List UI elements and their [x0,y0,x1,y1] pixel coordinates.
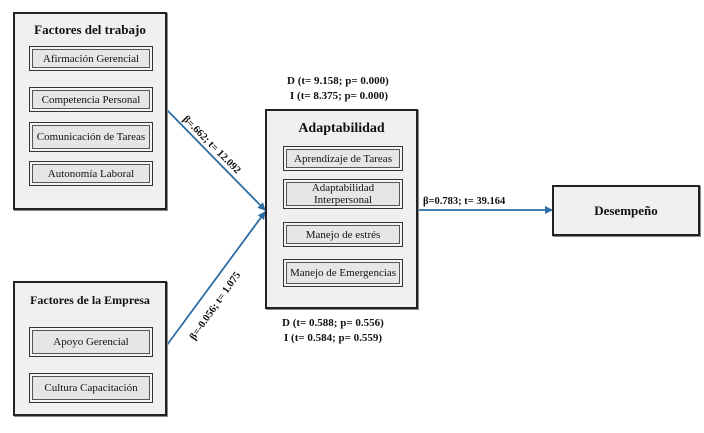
item-apoyo-gerencial: Apoyo Gerencial [29,327,153,357]
adaptabilidad-title: Adaptabilidad [298,121,385,136]
item-aprendizaje-tareas: Aprendizaje de Tareas [283,146,403,171]
item-comunicacion-tareas: Comunicación de Tareas [29,122,153,152]
desempeno-box: Desempeño [552,185,700,236]
factores-trabajo-title: Factores del trabajo [34,22,146,37]
adaptabilidad-stat-direct-top: D (t= 9.158; p= 0.000) [287,75,389,87]
item-cultura-capacitacion: Cultura Capacitación [29,373,153,403]
item-adaptabilidad-interpersonal: Adaptabilidad Interpersonal [283,179,403,209]
item-afirmacion-gerencial: Afirmación Gerencial [29,46,153,71]
item-autonomia-laboral: Autonomía Laboral [29,161,153,186]
adaptabilidad-stat-indirect-bottom: I (t= 0.584; p= 0.559) [284,332,383,344]
factores-empresa-title: Factores de la Empresa [30,293,150,307]
item-competencia-personal: Competencia Personal [29,87,153,112]
arrow-trabajo-to-adaptabilidad [166,109,266,211]
adaptabilidad-box: Adaptabilidad Aprendizaje de Tareas Adap… [265,109,418,309]
factores-empresa-box: Factores de la Empresa Apoyo Gerencial C… [13,281,167,416]
path-label-adaptabilidad: β=0.783; t= 39.164 [423,196,506,207]
adaptabilidad-stat-indirect-top: I (t= 8.375; p= 0.000) [290,90,389,102]
item-manejo-estres: Manejo de estrés [283,222,403,247]
arrow-empresa-to-adaptabilidad [166,211,266,346]
item-manejo-emergencias: Manejo de Emergencias [283,259,403,287]
desempeno-title: Desempeño [594,202,658,218]
factores-trabajo-box: Factores del trabajo Afirmación Gerencia… [13,12,167,210]
adaptabilidad-stat-direct-bottom: D (t= 0.588; p= 0.556) [282,317,384,329]
